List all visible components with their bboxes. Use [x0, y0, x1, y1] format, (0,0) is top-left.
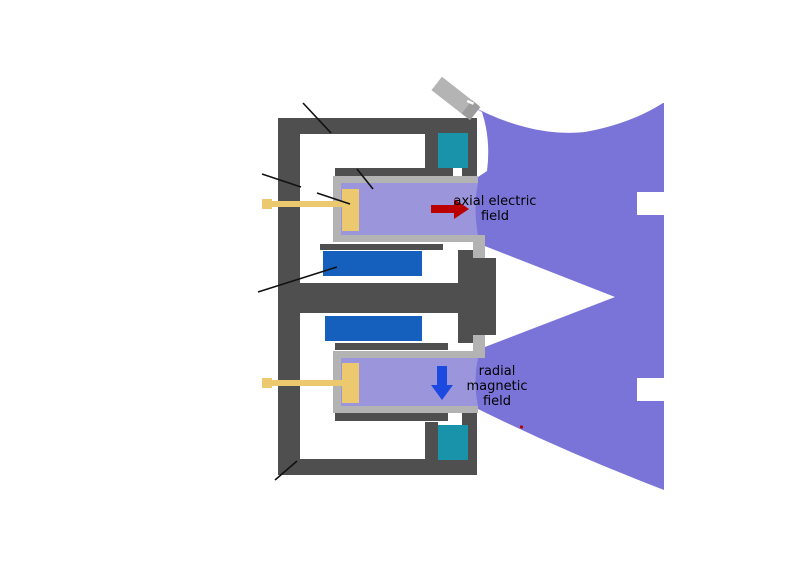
- cathode-body: [431, 76, 472, 114]
- leader-lines: [257, 102, 374, 481]
- front-pole-bottom: [462, 412, 477, 425]
- plasma-plume: [466, 103, 664, 490]
- channel-lining-top-left: [333, 176, 341, 242]
- channel-lining-top-exit-corner: [473, 242, 485, 258]
- central-core-bar: [295, 283, 477, 313]
- axial-electric-field-arrow: [431, 199, 469, 219]
- channel-lining-bottom-lower: [333, 406, 478, 413]
- central-core-front-wall: [458, 250, 477, 343]
- electron-dash-1: [466, 99, 475, 105]
- magnetic-circuit-bottom-bar: [278, 459, 477, 475]
- leader-line-channel: [356, 168, 374, 190]
- electron-dashes: [466, 99, 499, 114]
- coil-housing-plate-top: [320, 244, 443, 250]
- anode-lead-bottom: [262, 380, 342, 386]
- radial-magnetic-field-label-line2: field: [482, 394, 512, 409]
- axial-electric-field-label-line2: field: [480, 209, 510, 224]
- discharge-channel-bottom: [341, 358, 478, 406]
- anode-bottom: [342, 363, 359, 403]
- leader-line-top-bar: [302, 102, 332, 134]
- coil-housing-plate-bottom: [335, 343, 448, 350]
- channel-lining-top-lower: [333, 235, 485, 242]
- radial-magnetic-field-arrow: [431, 366, 453, 400]
- anode-lead-top-cap: [262, 199, 272, 209]
- leader-line-left-bar: [261, 173, 302, 188]
- inner-coil-bottom: [325, 316, 422, 341]
- channel-lining-bottom-exit-corner: [473, 335, 485, 351]
- cathode-tip: [461, 100, 481, 121]
- anode-lead-bottom-cap: [262, 378, 272, 388]
- outer-coil-top: [438, 133, 468, 168]
- outer-coil-top-outer-wall: [466, 134, 477, 171]
- inner-coil-top: [323, 251, 422, 276]
- central-front-pole: [477, 258, 496, 335]
- red-marker-dot: [519, 425, 524, 429]
- leader-line-coil: [257, 266, 338, 293]
- channel-lining-bottom-upper: [333, 351, 485, 358]
- axial-electric-field-label-line1: axial electric: [453, 194, 537, 209]
- leader-line-bottom-bar: [274, 460, 298, 481]
- outer-coil-bottom: [438, 425, 468, 460]
- axial-electric-field-label: axial electric field: [449, 194, 541, 224]
- electron-dash-2: [478, 103, 487, 109]
- radial-magnetic-field-label-line1: radial magnetic: [466, 364, 528, 394]
- leader-line-anode: [316, 192, 351, 205]
- front-plate-top: [335, 168, 453, 176]
- anode-top: [342, 189, 359, 231]
- cathode: [431, 76, 481, 121]
- radial-magnetic-field-label: radial magnetic field: [449, 364, 545, 409]
- front-plate-bottom: [335, 413, 448, 421]
- outer-coil-top-inner-wall: [425, 134, 438, 171]
- outer-coil-bottom-inner-wall: [425, 422, 438, 459]
- magnetic-circuit-top-bar: [278, 118, 477, 134]
- anode-lead-top: [262, 201, 342, 207]
- channel-lining-top-upper: [333, 176, 478, 183]
- electron-dash-3: [490, 108, 499, 114]
